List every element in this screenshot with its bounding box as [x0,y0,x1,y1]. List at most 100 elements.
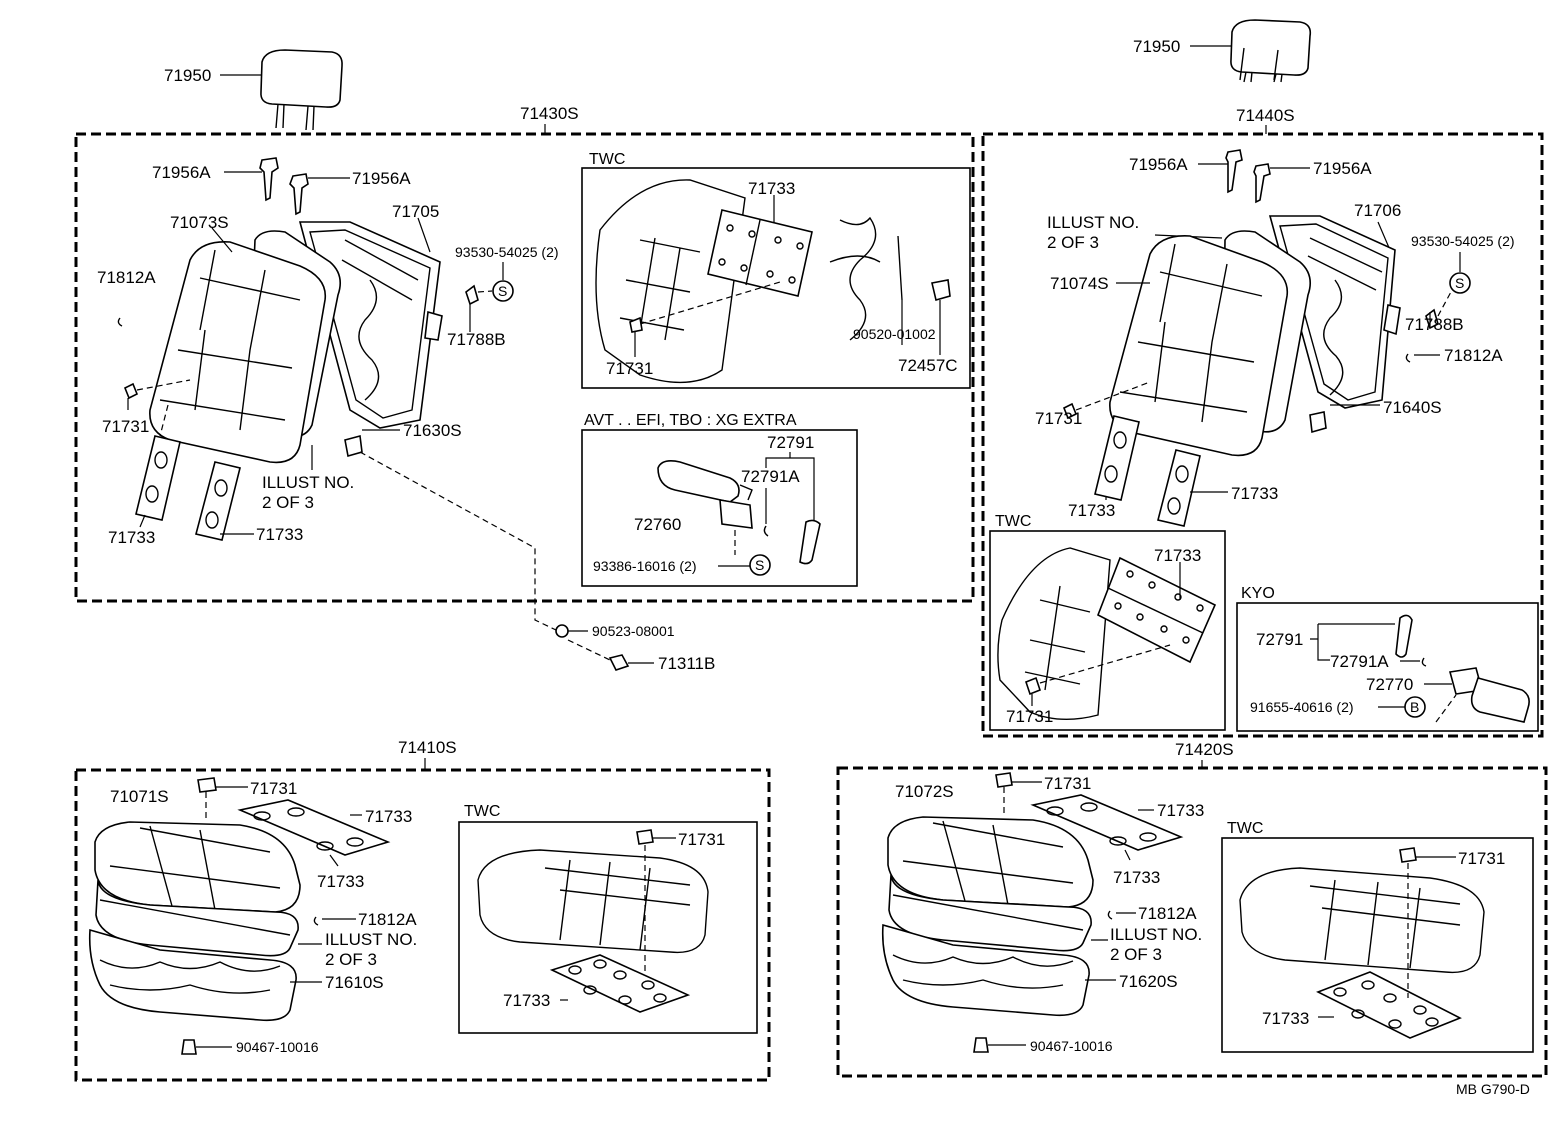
avt-screw-label: 93386-16016 (2) [593,558,697,574]
kyo-screw-label: 91655-40616 (2) [1250,699,1354,715]
cushion-pad-bottom-label: 71733 [317,872,364,891]
pad-right-label: 71733 [256,525,303,544]
kyo-inset [1236,602,1539,732]
cushion-pad-top-label: 71733 [365,807,412,826]
headrest-support-left-label: 71956A [152,163,211,182]
cover-label: 71073S [170,213,229,232]
assembly-front-left-back: 71950 71430S 71956A 71956A 71073S 71705 … [74,49,975,673]
cushion-pad-bottom-label-right: 71733 [1113,868,1160,887]
pad-drawing-right [1094,415,1201,527]
cushion-illust-note-line1-right: ILLUST NO. [1110,925,1202,944]
cushion-twc-inset [458,821,758,1034]
avt-adjuster-sub-label: 72791A [741,467,800,486]
bolt-label-right: 93530-54025 (2) [1411,233,1515,249]
bolt-label: 93530-54025 (2) [455,244,559,260]
twc-title: TWC [589,151,625,168]
illust-note-line2: 2 OF 3 [262,493,314,512]
bolt-symbol-right: S [1455,275,1464,291]
cushion-illust-note-line2: 2 OF 3 [325,950,377,969]
cushion-twc-inset-right [1221,837,1534,1053]
assembly-label: 71430S [520,104,579,123]
twc-seatback-drawing [595,179,951,384]
kyo-title: KYO [1241,585,1275,602]
cushion-hog-ring-label-right: 71812A [1138,904,1197,923]
seatback-drawing [149,221,443,464]
kyo-motor-drawing [1448,667,1530,723]
twc-clip-label-right: 71731 [1006,707,1053,726]
avt-motor-drawing [657,460,821,565]
kyo-motor-label: 72770 [1366,675,1413,694]
cushion-screw-label-right: 90467-10016 [1030,1038,1113,1054]
hinge-cover-label-right: 71788B [1405,315,1464,334]
cushion-twc-pad-label: 71733 [503,991,550,1010]
cover-label-right: 71074S [1050,274,1109,293]
nut-label: 71311B [658,654,715,673]
assembly-boundary [74,132,975,603]
headrest-label-right: 71950 [1133,37,1180,56]
assembly-boundary-cushion-right [836,766,1548,1078]
cushion-clip-label: 71731 [250,779,297,798]
twc-spring-part-label: 90520-01002 [853,326,936,342]
twc-title-right: TWC [995,513,1031,530]
twc-clip-label: 71731 [606,359,653,378]
avt-inset [581,429,858,587]
assembly-boundary-right [981,132,1544,738]
headrest-support-right-label: 71956A [352,169,411,188]
twc-pad-label-right: 71733 [1154,546,1201,565]
hog-ring-label: 71812A [97,268,156,287]
assembly-label-cushion-right: 71420S [1175,740,1234,759]
hog-ring-label-right: 71812A [1444,346,1503,365]
kyo-screw-symbol: B [1410,699,1419,715]
washer-label: 90523-08001 [592,623,675,639]
cushion-twc-clip-label-right: 71731 [1458,849,1505,868]
pad-right-label-right: 71733 [1231,484,1278,503]
headrest-drawing-right [1230,19,1312,83]
avt-screw-symbol: S [755,557,764,573]
assembly-label-right: 71440S [1236,106,1295,125]
avt-adjuster-label: 72791 [767,433,814,452]
avt-motor-label: 72760 [634,515,681,534]
pad-drawing [135,435,241,541]
back-board-label-right: 71706 [1354,201,1401,220]
headrest-support-drawing [259,157,309,216]
twc-lock-label: 72457C [898,356,958,375]
cushion-twc-drawing-right [1239,867,1485,1039]
twc-seatback-drawing-right [997,547,1217,721]
kyo-adjuster-sub-label: 72791A [1330,652,1389,671]
cushion-illust-note-line2-right: 2 OF 3 [1110,945,1162,964]
back-board-label: 71705 [392,202,439,221]
headrest-drawing [260,49,343,131]
pad-left-label-right: 71733 [1068,501,1115,520]
drawing-code: MB G790-D [1456,1081,1530,1097]
illust-note-line2-right: 2 OF 3 [1047,233,1099,252]
kyo-adjuster-label: 72791 [1256,630,1303,649]
cushion-twc-drawing [477,849,709,1013]
clip-label-right: 71731 [1035,409,1082,428]
frame-label: 71630S [403,421,462,440]
assembly-front-right-back: 71950 71440S 71956A 71956A ILLUST NO. 2 … [981,19,1544,738]
bolt-symbol: S [498,283,507,299]
headrest-support-left-label-right: 71956A [1129,155,1188,174]
cushion-cover-label-right: 71072S [895,782,954,801]
frame-label-right: 71640S [1383,398,1442,417]
cushion-drawing [88,799,391,1022]
twc-inset [581,167,971,389]
hinge-cover-label: 71788B [447,330,506,349]
cushion-twc-clip-label: 71731 [678,830,725,849]
avt-title: AVT . . EFI, TBO : XG EXTRA [584,412,797,429]
twc-pad-label: 71733 [748,179,795,198]
cushion-pad-top-label-right: 71733 [1157,801,1204,820]
assembly-label-cushion-left: 71410S [398,738,457,757]
cushion-clip-label-right: 71731 [1044,774,1091,793]
pad-left-label: 71733 [108,528,155,547]
cushion-hog-ring-label: 71812A [358,910,417,929]
twc-inset-right [989,530,1226,731]
headrest-support-right-label-right: 71956A [1313,159,1372,178]
assembly-front-left-cushion: 71410S 71071S 71731 71733 71733 71812A [74,738,771,1082]
headrest-label: 71950 [164,66,211,85]
assembly-boundary-cushion-left [74,768,771,1082]
headrest-support-drawing-right [1225,149,1271,204]
illust-note-line1-right: ILLUST NO. [1047,213,1139,232]
assembly-front-right-cushion: 71420S 71072S 71731 71733 71733 71812A [836,740,1548,1078]
